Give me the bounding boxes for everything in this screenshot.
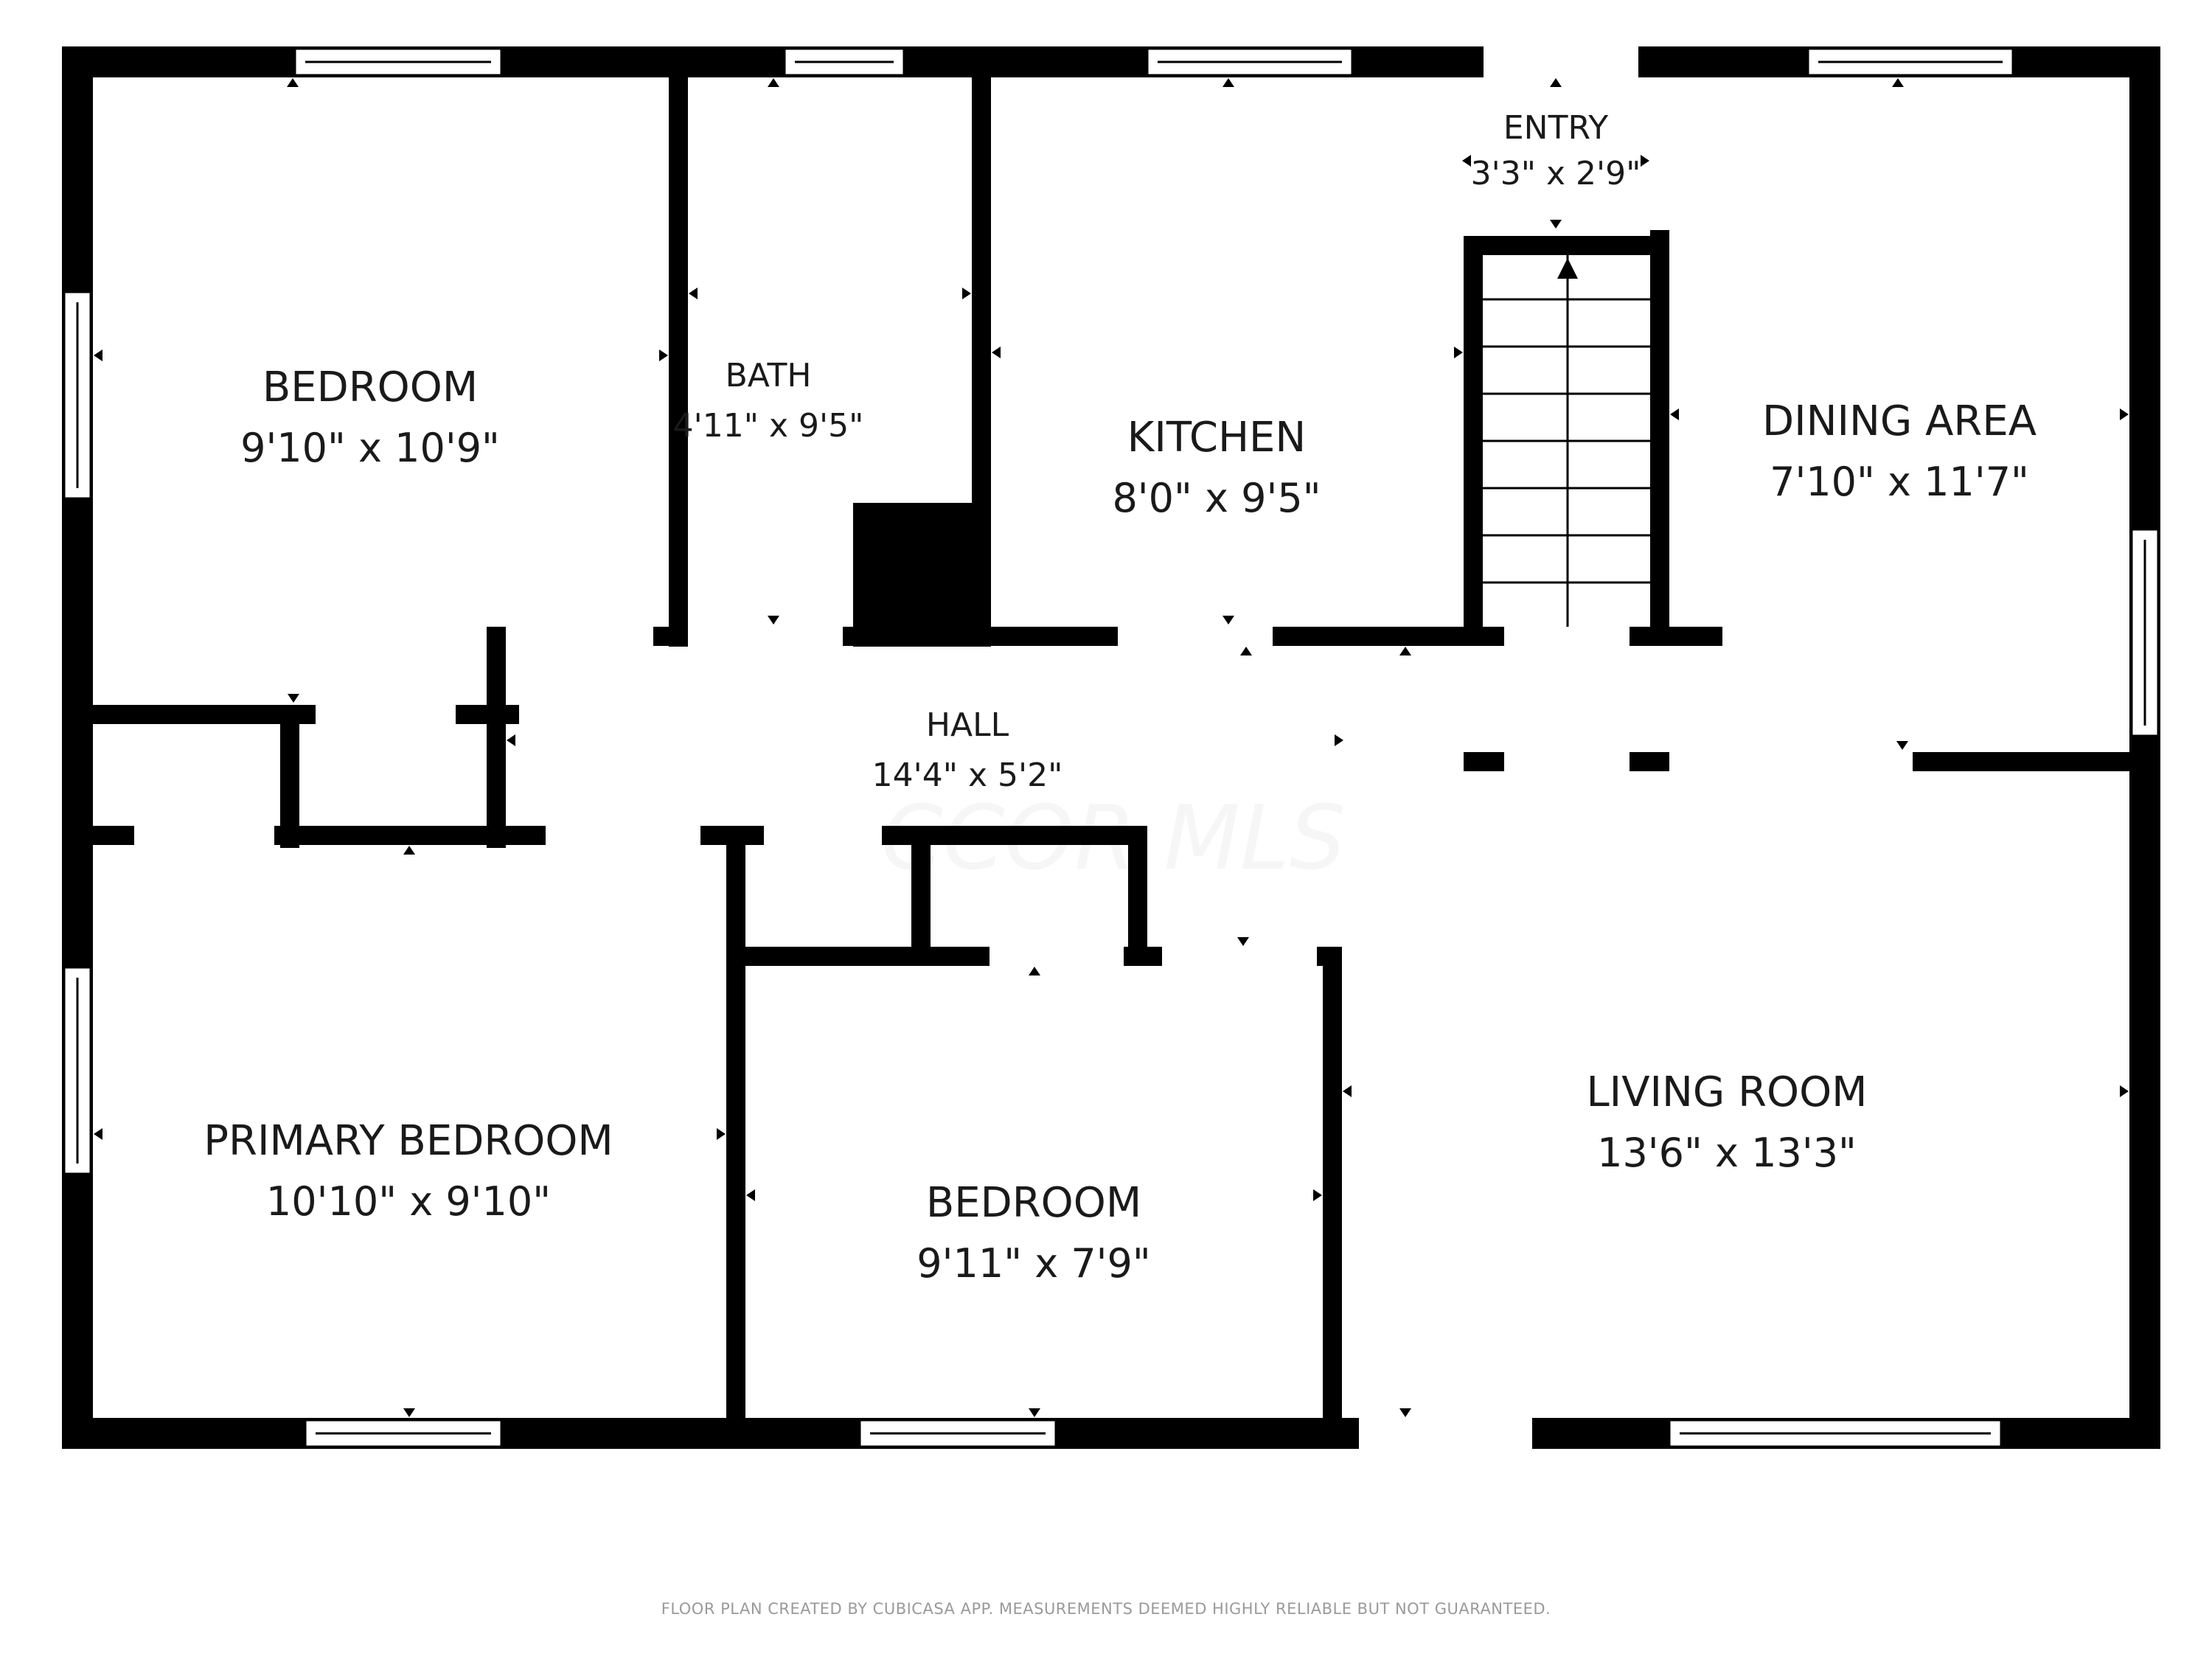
window xyxy=(858,1419,1057,1448)
room-primary-bedroom: PRIMARY BEDROOM 10'10" x 9'10" xyxy=(204,1117,613,1225)
room-bath: BATH 4'11" x 9'5" xyxy=(673,357,864,445)
room-name: HALL xyxy=(926,706,1009,744)
room-dimensions: 9'11" x 7'9" xyxy=(917,1240,1150,1287)
window xyxy=(1668,1419,2003,1448)
room-name: BEDROOM xyxy=(926,1179,1141,1227)
windows xyxy=(63,47,2160,1448)
room-dining-area: DINING AREA 7'10" x 11'7" xyxy=(1762,397,2037,505)
room-hall: HALL 14'4" x 5'2" xyxy=(872,706,1063,794)
room-bedroom-top-left: BEDROOM 9'10" x 10'9" xyxy=(240,364,500,471)
room-living-room: LIVING ROOM 13'6" x 13'3" xyxy=(1586,1068,1867,1176)
room-name: BATH xyxy=(726,357,812,394)
room-name: LIVING ROOM xyxy=(1586,1068,1867,1116)
room-bedroom-bottom: BEDROOM 9'11" x 7'9" xyxy=(917,1179,1150,1287)
window xyxy=(783,47,905,77)
room-dimensions: 7'10" x 11'7" xyxy=(1770,459,2029,505)
window xyxy=(293,47,503,77)
room-dimensions: 8'0" x 9'5" xyxy=(1112,475,1321,521)
doorways xyxy=(134,44,1913,1450)
stairs xyxy=(1483,255,1650,627)
room-dimensions: 10'10" x 9'10" xyxy=(266,1178,551,1225)
room-name: ENTRY xyxy=(1503,109,1608,147)
room-dimensions: 4'11" x 9'5" xyxy=(673,407,864,445)
window xyxy=(63,291,92,500)
room-kitchen: KITCHEN 8'0" x 9'5" xyxy=(1112,414,1321,521)
measurement-markers xyxy=(94,78,2129,1417)
room-dimensions: 3'3" x 2'9" xyxy=(1471,155,1641,192)
room-dimensions: 14'4" x 5'2" xyxy=(872,757,1063,794)
room-name: PRIMARY BEDROOM xyxy=(204,1117,613,1165)
room-dimensions: 9'10" x 10'9" xyxy=(240,425,500,471)
window xyxy=(304,1419,503,1448)
mls-watermark: CCOR MLS xyxy=(881,787,1346,890)
window xyxy=(1146,47,1354,77)
room-name: KITCHEN xyxy=(1127,414,1307,462)
exterior-walls xyxy=(62,46,2160,1449)
room-name: BEDROOM xyxy=(262,364,478,411)
window xyxy=(2130,528,2160,737)
window xyxy=(1806,47,2014,77)
footer-disclaimer: FLOOR PLAN CREATED BY CUBICASA APP. MEAS… xyxy=(661,1600,1551,1618)
window xyxy=(63,966,92,1175)
room-dimensions: 13'6" x 13'3" xyxy=(1597,1130,1857,1176)
room-entry: ENTRY 3'3" x 2'9" xyxy=(1471,109,1641,192)
room-name: DINING AREA xyxy=(1762,397,2037,445)
stair-direction-arrow-icon xyxy=(1557,258,1578,279)
